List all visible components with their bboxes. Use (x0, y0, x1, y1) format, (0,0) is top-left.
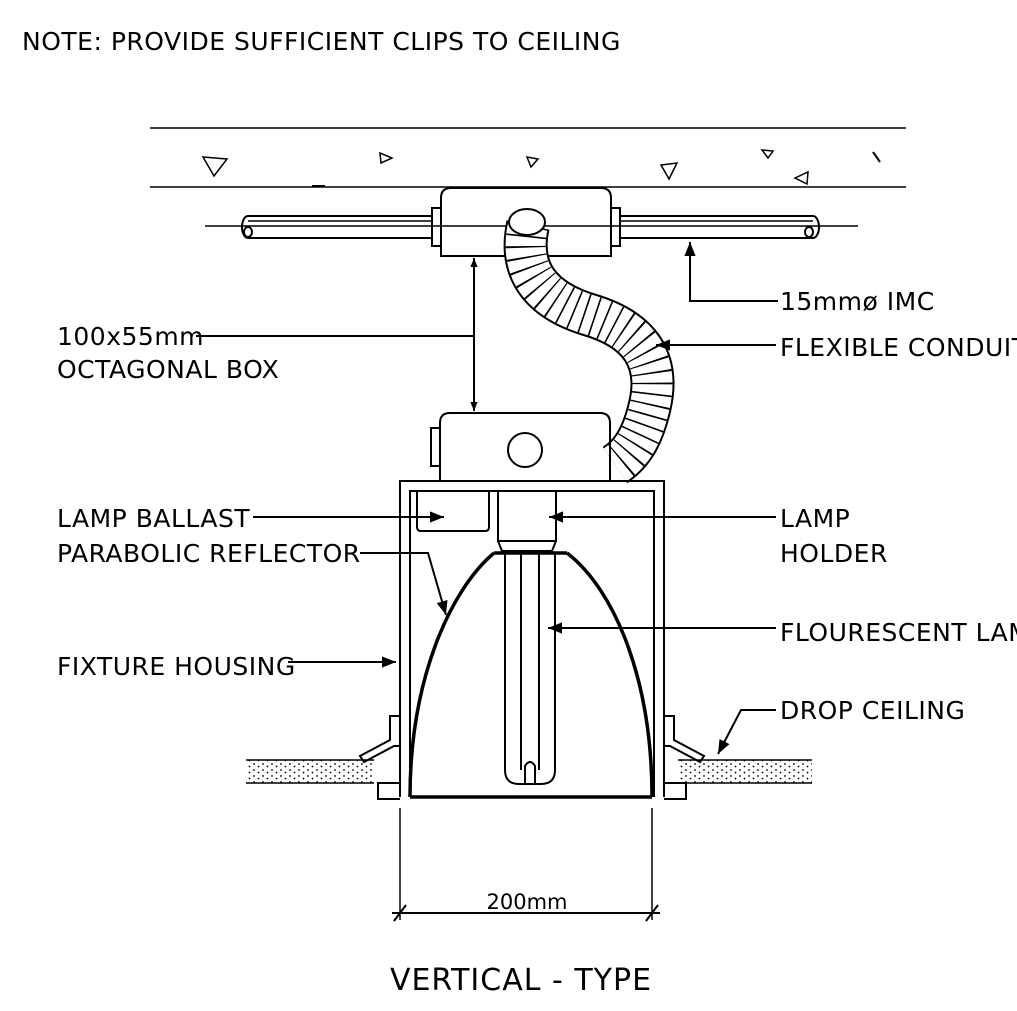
label-box-size: 100x55mm (57, 322, 204, 351)
fluorescent-lamp (504, 553, 556, 785)
note-text: NOTE: PROVIDE SUFFICIENT CLIPS TO CEILIN… (22, 27, 621, 56)
concrete-slab (150, 127, 906, 188)
drop-ceiling (246, 715, 812, 800)
label-box-name: OCTAGONAL BOX (57, 355, 279, 384)
width-dimension (392, 808, 660, 922)
parabolic-reflector (408, 551, 654, 799)
label-fixture-housing: FIXTURE HOUSING (57, 652, 296, 681)
imc-conduit (241, 207, 820, 247)
flexible-conduit (503, 208, 675, 484)
drawing-title: VERTICAL - TYPE (390, 963, 652, 998)
leader-lines (196, 242, 778, 755)
label-lamp-holder-line2: HOLDER (780, 539, 888, 568)
label-fluorescent-lamp: FLOURESCENT LAMP (780, 618, 1017, 647)
upper-octagonal-box (440, 187, 612, 257)
label-lamp-ballast: LAMP BALLAST (57, 504, 250, 533)
label-drop-ceiling: DROP CEILING (780, 696, 965, 725)
lower-octagonal-box (430, 412, 611, 482)
label-lamp-holder-line1: LAMP (780, 504, 850, 533)
label-conduit-size: 15mmø IMC (780, 287, 935, 316)
width-dimension-label: 200mm (487, 890, 568, 914)
label-parabolic-reflector: PARABOLIC REFLECTOR (57, 539, 361, 568)
lamp-holder (497, 490, 557, 552)
lamp-ballast (416, 490, 490, 532)
label-flexible-conduit: FLEXIBLE CONDUIT (780, 333, 1017, 362)
